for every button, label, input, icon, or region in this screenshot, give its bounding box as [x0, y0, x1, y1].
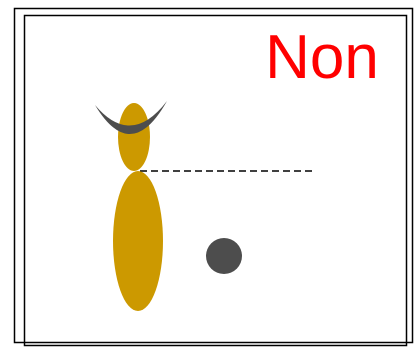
figure-body: [113, 171, 163, 311]
ball: [206, 238, 242, 274]
caption-label: Non: [265, 23, 379, 92]
figure-head: [118, 103, 150, 171]
